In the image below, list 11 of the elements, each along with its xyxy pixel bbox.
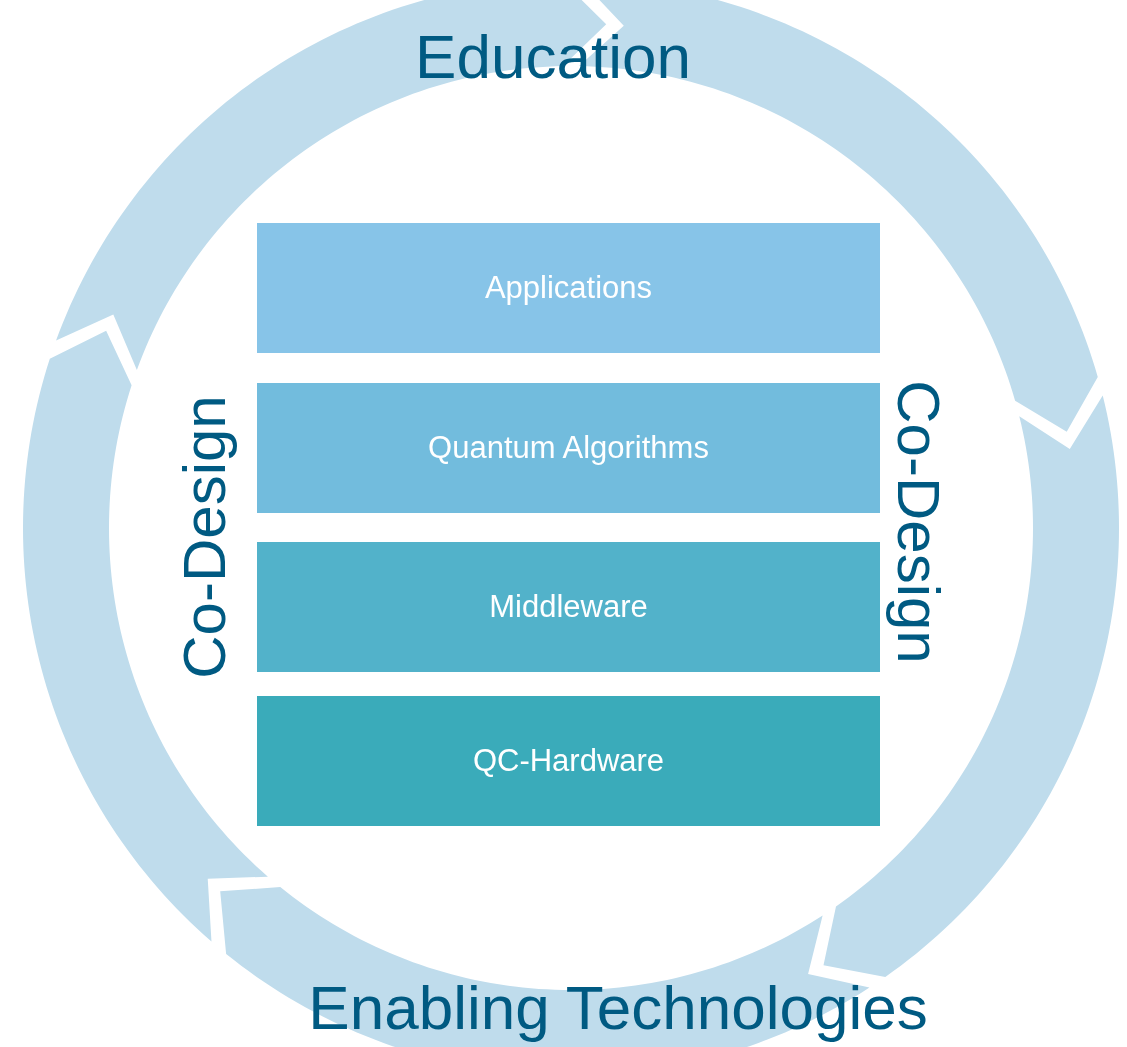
layer-box bbox=[257, 542, 880, 672]
cycle-label: Education bbox=[415, 26, 691, 88]
layer-box bbox=[257, 696, 880, 826]
layer-label: Applications bbox=[484, 270, 653, 306]
layer-box bbox=[257, 223, 880, 353]
layer-box bbox=[257, 383, 880, 513]
side-label: Co-Design bbox=[888, 380, 948, 664]
side-label: Co-Design bbox=[175, 395, 235, 679]
layer-label: Quantum Algorithms bbox=[428, 430, 709, 466]
layer-label: Middleware bbox=[489, 589, 648, 625]
layer-label: QC-Hardware bbox=[472, 743, 665, 779]
